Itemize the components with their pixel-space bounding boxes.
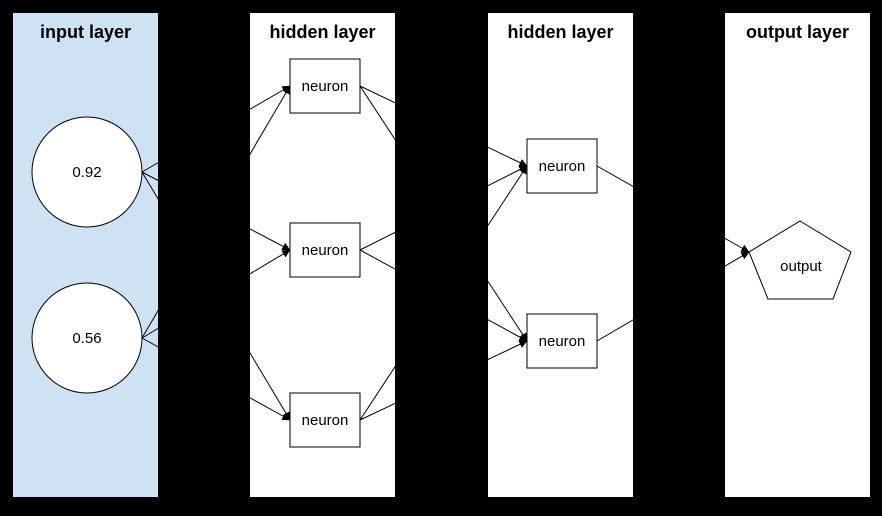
hidden1-neuron-3-label: neuron <box>302 412 349 429</box>
hidden1-neuron-2-label: neuron <box>302 242 349 259</box>
hidden-layer-2-panel <box>488 13 633 497</box>
hidden1-neuron-1-label: neuron <box>302 78 349 95</box>
edge-h13-h22 <box>359 340 528 421</box>
hidden2-neuron-2-label: neuron <box>539 333 586 350</box>
edge-i2-h11 <box>141 85 291 339</box>
edge-h12-h21 <box>359 165 528 251</box>
hidden2-neuron-1-label: neuron <box>539 158 586 175</box>
edges-group <box>141 85 750 421</box>
hidden2-neuron-1-box <box>526 138 598 194</box>
edge-i2-h13 <box>141 337 291 421</box>
edge-h12-h22 <box>359 249 528 342</box>
input-layer-title: input layer <box>40 22 131 42</box>
hidden-layer-2-title: hidden layer <box>507 22 613 42</box>
input-layer-panel <box>13 13 158 497</box>
output-node-pentagon <box>748 220 852 300</box>
edge-h11-h22 <box>359 85 528 342</box>
hidden-layer-1-title: hidden layer <box>269 22 375 42</box>
edge-i1-h13 <box>141 171 291 421</box>
edge-h13-h21 <box>359 165 528 421</box>
edge-h11-h21 <box>359 85 528 167</box>
edge-i1-h11 <box>141 85 291 173</box>
output-node-label: output <box>780 258 823 275</box>
edge-i2-h12 <box>141 249 291 339</box>
hidden1-neuron-2-box <box>289 222 361 278</box>
nodes-group: 0.92 0.56 neuron neuron neuron neuron ne… <box>31 58 852 448</box>
input-node-2-value: 0.56 <box>72 330 101 347</box>
edge-i1-h12 <box>141 171 291 251</box>
output-layer-title: output layer <box>746 22 849 42</box>
input-node-1-value: 0.92 <box>72 164 101 181</box>
edge-h21-o1 <box>596 165 750 253</box>
edge-h22-o1 <box>596 251 750 342</box>
